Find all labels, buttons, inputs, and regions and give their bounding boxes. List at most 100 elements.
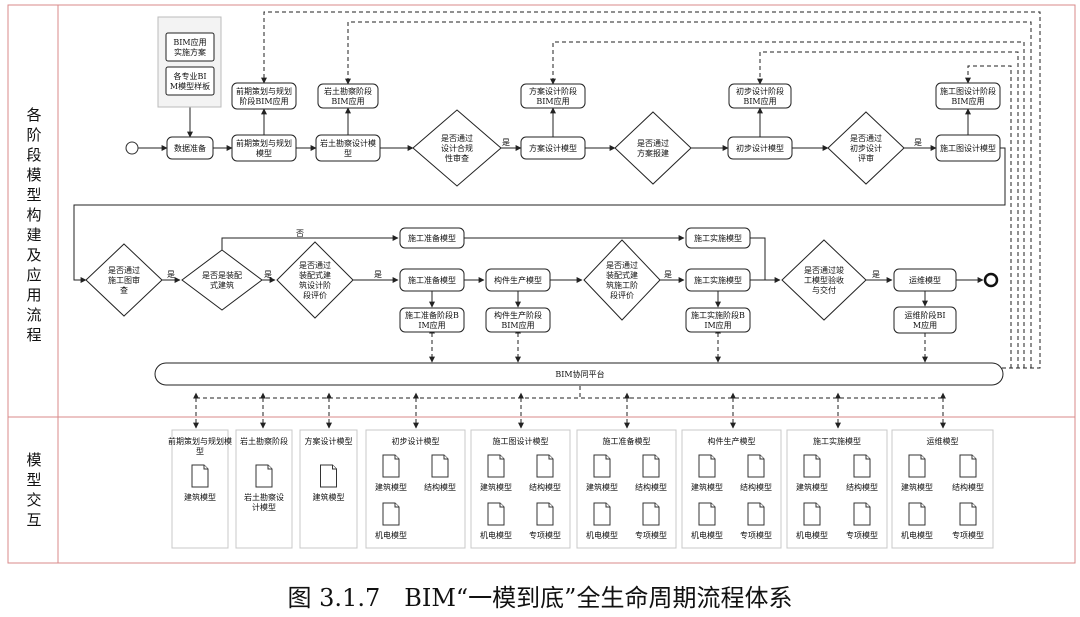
decision-d1: 是否通过设计合规性审查	[412, 109, 502, 187]
model-file-icon	[747, 502, 765, 526]
node-scheme-model: 方案设计模型	[520, 136, 586, 160]
model-file-icon	[642, 502, 660, 526]
decision-label: 是否通过装配式建筑施工阶段评价	[606, 260, 638, 300]
decision-diamond	[827, 111, 905, 185]
lane-title-bottom: 模型交互	[26, 451, 41, 529]
model-doc-label: 岩土勘察设计模型	[244, 492, 284, 512]
model-doc-label: 结构模型	[424, 482, 456, 492]
node-prep-model: 施工准备模型	[399, 268, 465, 292]
node-label: 运维模型	[909, 275, 941, 285]
node-fab-model: 构件生产模型	[485, 268, 551, 292]
model-file-icon	[908, 454, 926, 478]
model-file-fold	[605, 503, 610, 508]
model-file-fold	[394, 503, 399, 508]
decision-label: 是否通过方案报建	[637, 138, 669, 158]
model-group: 施工图设计模型建筑模型结构模型机电模型专项模型	[470, 429, 571, 549]
model-file-fold	[920, 503, 925, 508]
platform-bar	[154, 362, 1004, 386]
model-doc-label: 建筑模型	[586, 482, 618, 492]
model-file-icon	[803, 502, 821, 526]
model-doc-label: 机电模型	[796, 530, 828, 540]
model-doc-label: 机电模型	[586, 530, 618, 540]
node-box	[317, 83, 379, 109]
decision-label: 是否通过装配式建筑设计阶段评价	[299, 260, 331, 300]
model-file-icon	[908, 502, 926, 526]
model-doc-label: 机电模型	[901, 530, 933, 540]
node-box	[935, 82, 1001, 110]
node-prelim-model: 初步设计模型	[727, 136, 793, 160]
decision-diamond	[583, 239, 661, 321]
feedback-loop	[550, 41, 1025, 368]
model-group: 构件生产模型建筑模型结构模型机电模型专项模型	[681, 429, 782, 549]
node-box	[520, 83, 586, 109]
connector	[221, 235, 399, 250]
model-doc-label: 机电模型	[480, 530, 512, 540]
model-doc-label: 结构模型	[740, 482, 772, 492]
model-group-box	[891, 429, 994, 549]
node-box	[893, 268, 957, 292]
model-file-fold	[548, 455, 553, 460]
model-file-fold	[865, 455, 870, 460]
model-group-title: 岩土勘察阶段	[240, 436, 288, 446]
model-file-icon	[642, 454, 660, 478]
yes-label: 是	[374, 270, 382, 279]
model-doc-label: 专项模型	[740, 530, 772, 540]
model-file-fold	[548, 503, 553, 508]
model-doc-label: 专项模型	[846, 530, 878, 540]
model-group-title: 施工实施模型	[813, 436, 861, 446]
node-box	[727, 136, 793, 160]
node-box	[231, 134, 297, 162]
lane-title-top: 各阶段模型构建及应用流程	[26, 106, 41, 344]
outer-border	[7, 4, 1076, 564]
model-file-fold	[815, 503, 820, 508]
model-file-fold	[654, 455, 659, 460]
node-pre-plan-model: 前期策划与规划模型	[231, 134, 297, 162]
yes-label: 是	[264, 270, 272, 279]
model-file-fold	[203, 465, 208, 470]
decision-d6: 是否通过装配式建筑设计阶段评价	[276, 241, 354, 319]
node-box	[485, 268, 551, 292]
model-group: 运维模型建筑模型结构模型机电模型专项模型	[891, 429, 994, 549]
node-box	[231, 82, 297, 110]
node-label: 施工准备模型	[408, 233, 456, 243]
decision-diamond	[614, 111, 692, 185]
node-box	[315, 134, 381, 162]
decision-d3: 是否通过初步设计评审	[827, 111, 905, 185]
model-group-box	[786, 429, 888, 549]
model-file-fold	[971, 455, 976, 460]
model-file-fold	[865, 503, 870, 508]
model-file-fold	[267, 465, 272, 470]
model-file-fold	[815, 455, 820, 460]
connector	[750, 237, 780, 281]
decision-d5: 是否是装配式建筑	[181, 249, 263, 311]
model-group-title: 运维模型	[927, 436, 959, 446]
model-group: 初步设计模型建筑模型结构模型机电模型	[365, 429, 466, 549]
node-box	[728, 83, 792, 109]
node-impl-model-top: 施工实施模型	[685, 227, 751, 249]
model-file-icon	[698, 454, 716, 478]
model-group-box	[681, 429, 782, 549]
model-doc-label: 建筑模型	[184, 492, 216, 502]
decision-d2: 是否通过方案报建	[614, 111, 692, 185]
swimlane-frame	[7, 4, 1076, 564]
model-group-box	[576, 429, 677, 549]
model-file-icon	[255, 464, 273, 488]
model-file-icon	[853, 502, 871, 526]
figure-caption: 图 3.1.7 BIM“一模到底”全生命周期流程体系	[288, 584, 793, 612]
model-file-icon	[803, 454, 821, 478]
model-doc-label: 建筑模型	[901, 482, 933, 492]
node-box	[399, 268, 465, 292]
node-box	[685, 268, 751, 292]
